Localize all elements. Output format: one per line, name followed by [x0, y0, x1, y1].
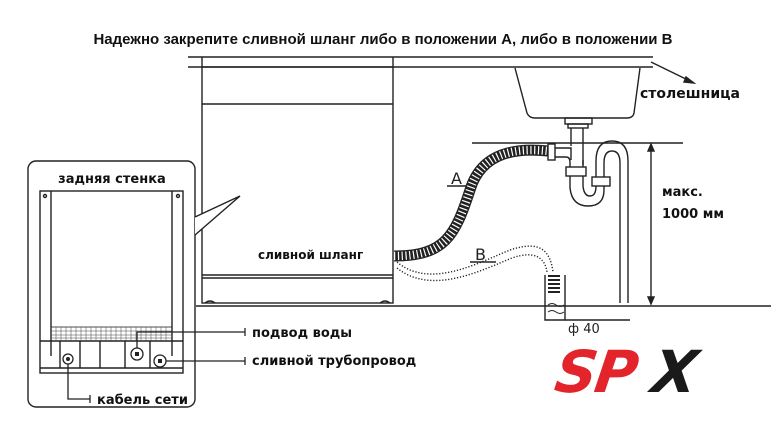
label-pipe-diameter: ф 40	[568, 322, 600, 337]
sink-basin	[514, 67, 641, 119]
back-wall-panel	[27, 160, 196, 408]
spx-logo: SP X	[551, 338, 705, 406]
label-back-wall: задняя стенка	[58, 172, 166, 187]
diagram-title: Надежно закрепите сливной шланг либо в п…	[93, 31, 672, 48]
label-drain-hose: сливной шланг	[258, 248, 363, 262]
drain-standpipe	[544, 275, 566, 321]
label-water-inlet: подвод воды	[252, 326, 352, 341]
water-inlet-leader	[136, 331, 245, 348]
label-max-height-line2: 1000 мм	[662, 207, 724, 222]
label-position-a: A	[451, 169, 462, 188]
drain-hose-position-b	[396, 245, 554, 275]
siphon-trap	[554, 150, 621, 303]
label-drain-pipe: сливной трубопровод	[252, 354, 416, 369]
back-wall-frame	[39, 190, 184, 374]
label-countertop: столешница	[640, 86, 740, 102]
label-power-cable: кабель сети	[97, 393, 188, 408]
callout-pointer	[194, 195, 241, 236]
power-cable-leader	[67, 364, 90, 400]
mesh-grille	[51, 327, 172, 341]
label-max-height-line1: макс.	[662, 185, 703, 200]
drain-hose-position-a	[393, 144, 549, 262]
dishwasher-body	[201, 66, 394, 304]
logo-x: X	[645, 338, 705, 406]
logo-sp: SP	[551, 338, 642, 406]
label-position-b: B	[475, 245, 486, 264]
